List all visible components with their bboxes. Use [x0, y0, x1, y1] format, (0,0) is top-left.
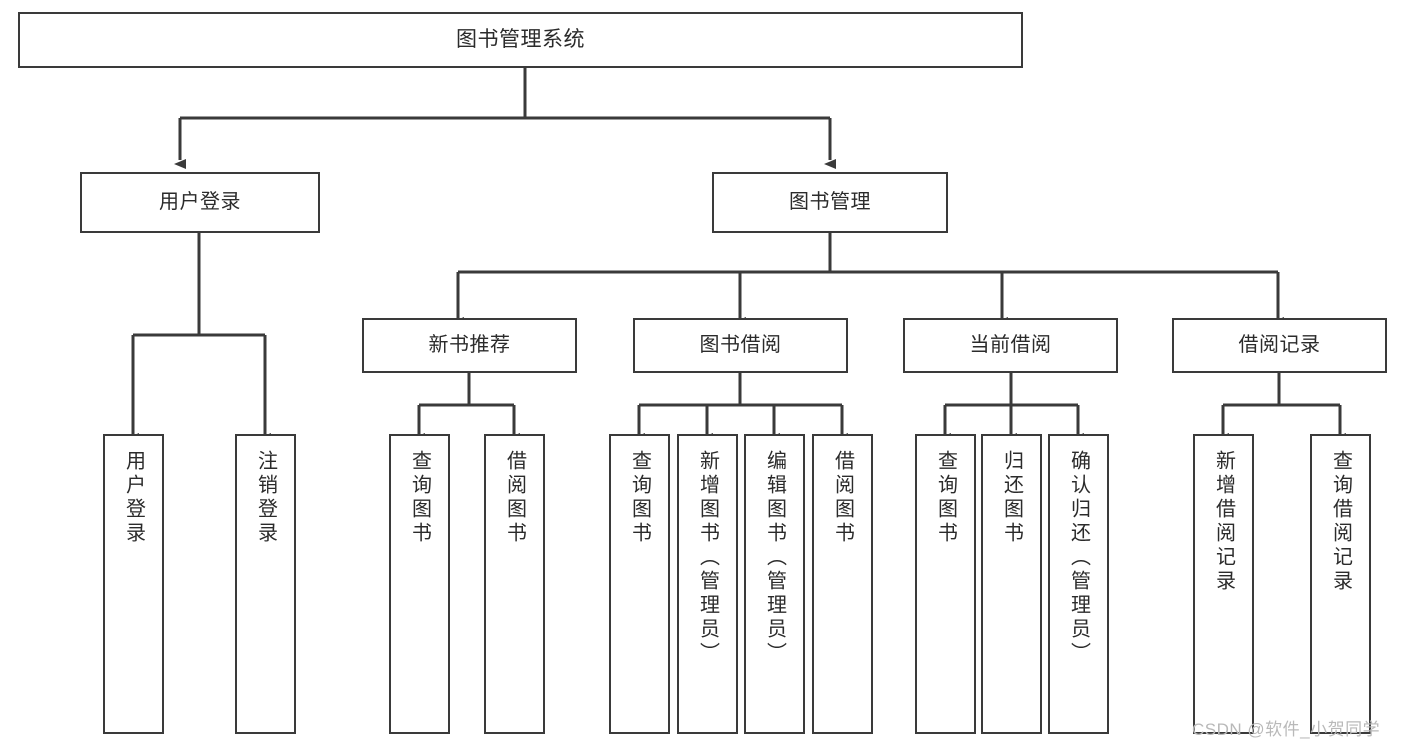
node-label: 归还图书 [1000, 450, 1023, 546]
node-label: 用户登录 [122, 450, 145, 546]
node-user-login[interactable]: 用户登录 [80, 172, 320, 233]
node-current-borrow[interactable]: 当前借阅 [903, 318, 1118, 373]
node-label: 图书管理系统 [456, 27, 585, 51]
node-label: 用户登录 [159, 190, 241, 213]
node-leaf-borrow-book-recommend[interactable]: 借阅图书 [484, 434, 545, 734]
node-label: 图书借阅 [699, 333, 782, 356]
node-label: 借阅记录 [1238, 333, 1321, 356]
node-leaf-confirm-return[interactable]: 确认归还（管理员） [1048, 434, 1109, 734]
node-leaf-query-borrow-record[interactable]: 查询借阅记录 [1310, 434, 1371, 734]
node-leaf-query-book-borrow[interactable]: 查询图书 [609, 434, 670, 734]
node-label: 注销登录 [254, 450, 277, 546]
node-leaf-add-borrow-record[interactable]: 新增借阅记录 [1193, 434, 1254, 734]
node-label: 编辑图书（管理员） [763, 450, 786, 666]
node-borrow-record[interactable]: 借阅记录 [1172, 318, 1387, 373]
node-root-book-management-system[interactable]: 图书管理系统 [18, 12, 1023, 68]
node-label: 新书推荐 [428, 333, 511, 356]
node-label: 新增图书（管理员） [696, 450, 719, 666]
node-label: 图书管理 [789, 190, 871, 213]
node-label: 新增借阅记录 [1212, 450, 1235, 594]
node-leaf-return-book[interactable]: 归还图书 [981, 434, 1042, 734]
node-label: 查询图书 [934, 450, 957, 546]
node-leaf-user-logout[interactable]: 注销登录 [235, 434, 296, 734]
node-book-management[interactable]: 图书管理 [712, 172, 948, 233]
node-leaf-query-book-current[interactable]: 查询图书 [915, 434, 976, 734]
node-leaf-borrow-book[interactable]: 借阅图书 [812, 434, 873, 734]
node-book-borrow[interactable]: 图书借阅 [633, 318, 848, 373]
node-new-book-recommend[interactable]: 新书推荐 [362, 318, 577, 373]
node-label: 确认归还（管理员） [1067, 450, 1090, 666]
node-label: 当前借阅 [969, 333, 1052, 356]
node-label: 查询图书 [408, 450, 431, 546]
node-leaf-add-book[interactable]: 新增图书（管理员） [677, 434, 738, 734]
node-label: 借阅图书 [503, 450, 526, 546]
node-label: 查询借阅记录 [1329, 450, 1352, 594]
node-leaf-query-book-recommend[interactable]: 查询图书 [389, 434, 450, 734]
node-label: 查询图书 [628, 450, 651, 546]
node-leaf-user-login[interactable]: 用户登录 [103, 434, 164, 734]
node-leaf-edit-book[interactable]: 编辑图书（管理员） [744, 434, 805, 734]
node-label: 借阅图书 [831, 450, 854, 546]
csdn-watermark: CSDN @软件_小贺同学 [1192, 720, 1381, 739]
